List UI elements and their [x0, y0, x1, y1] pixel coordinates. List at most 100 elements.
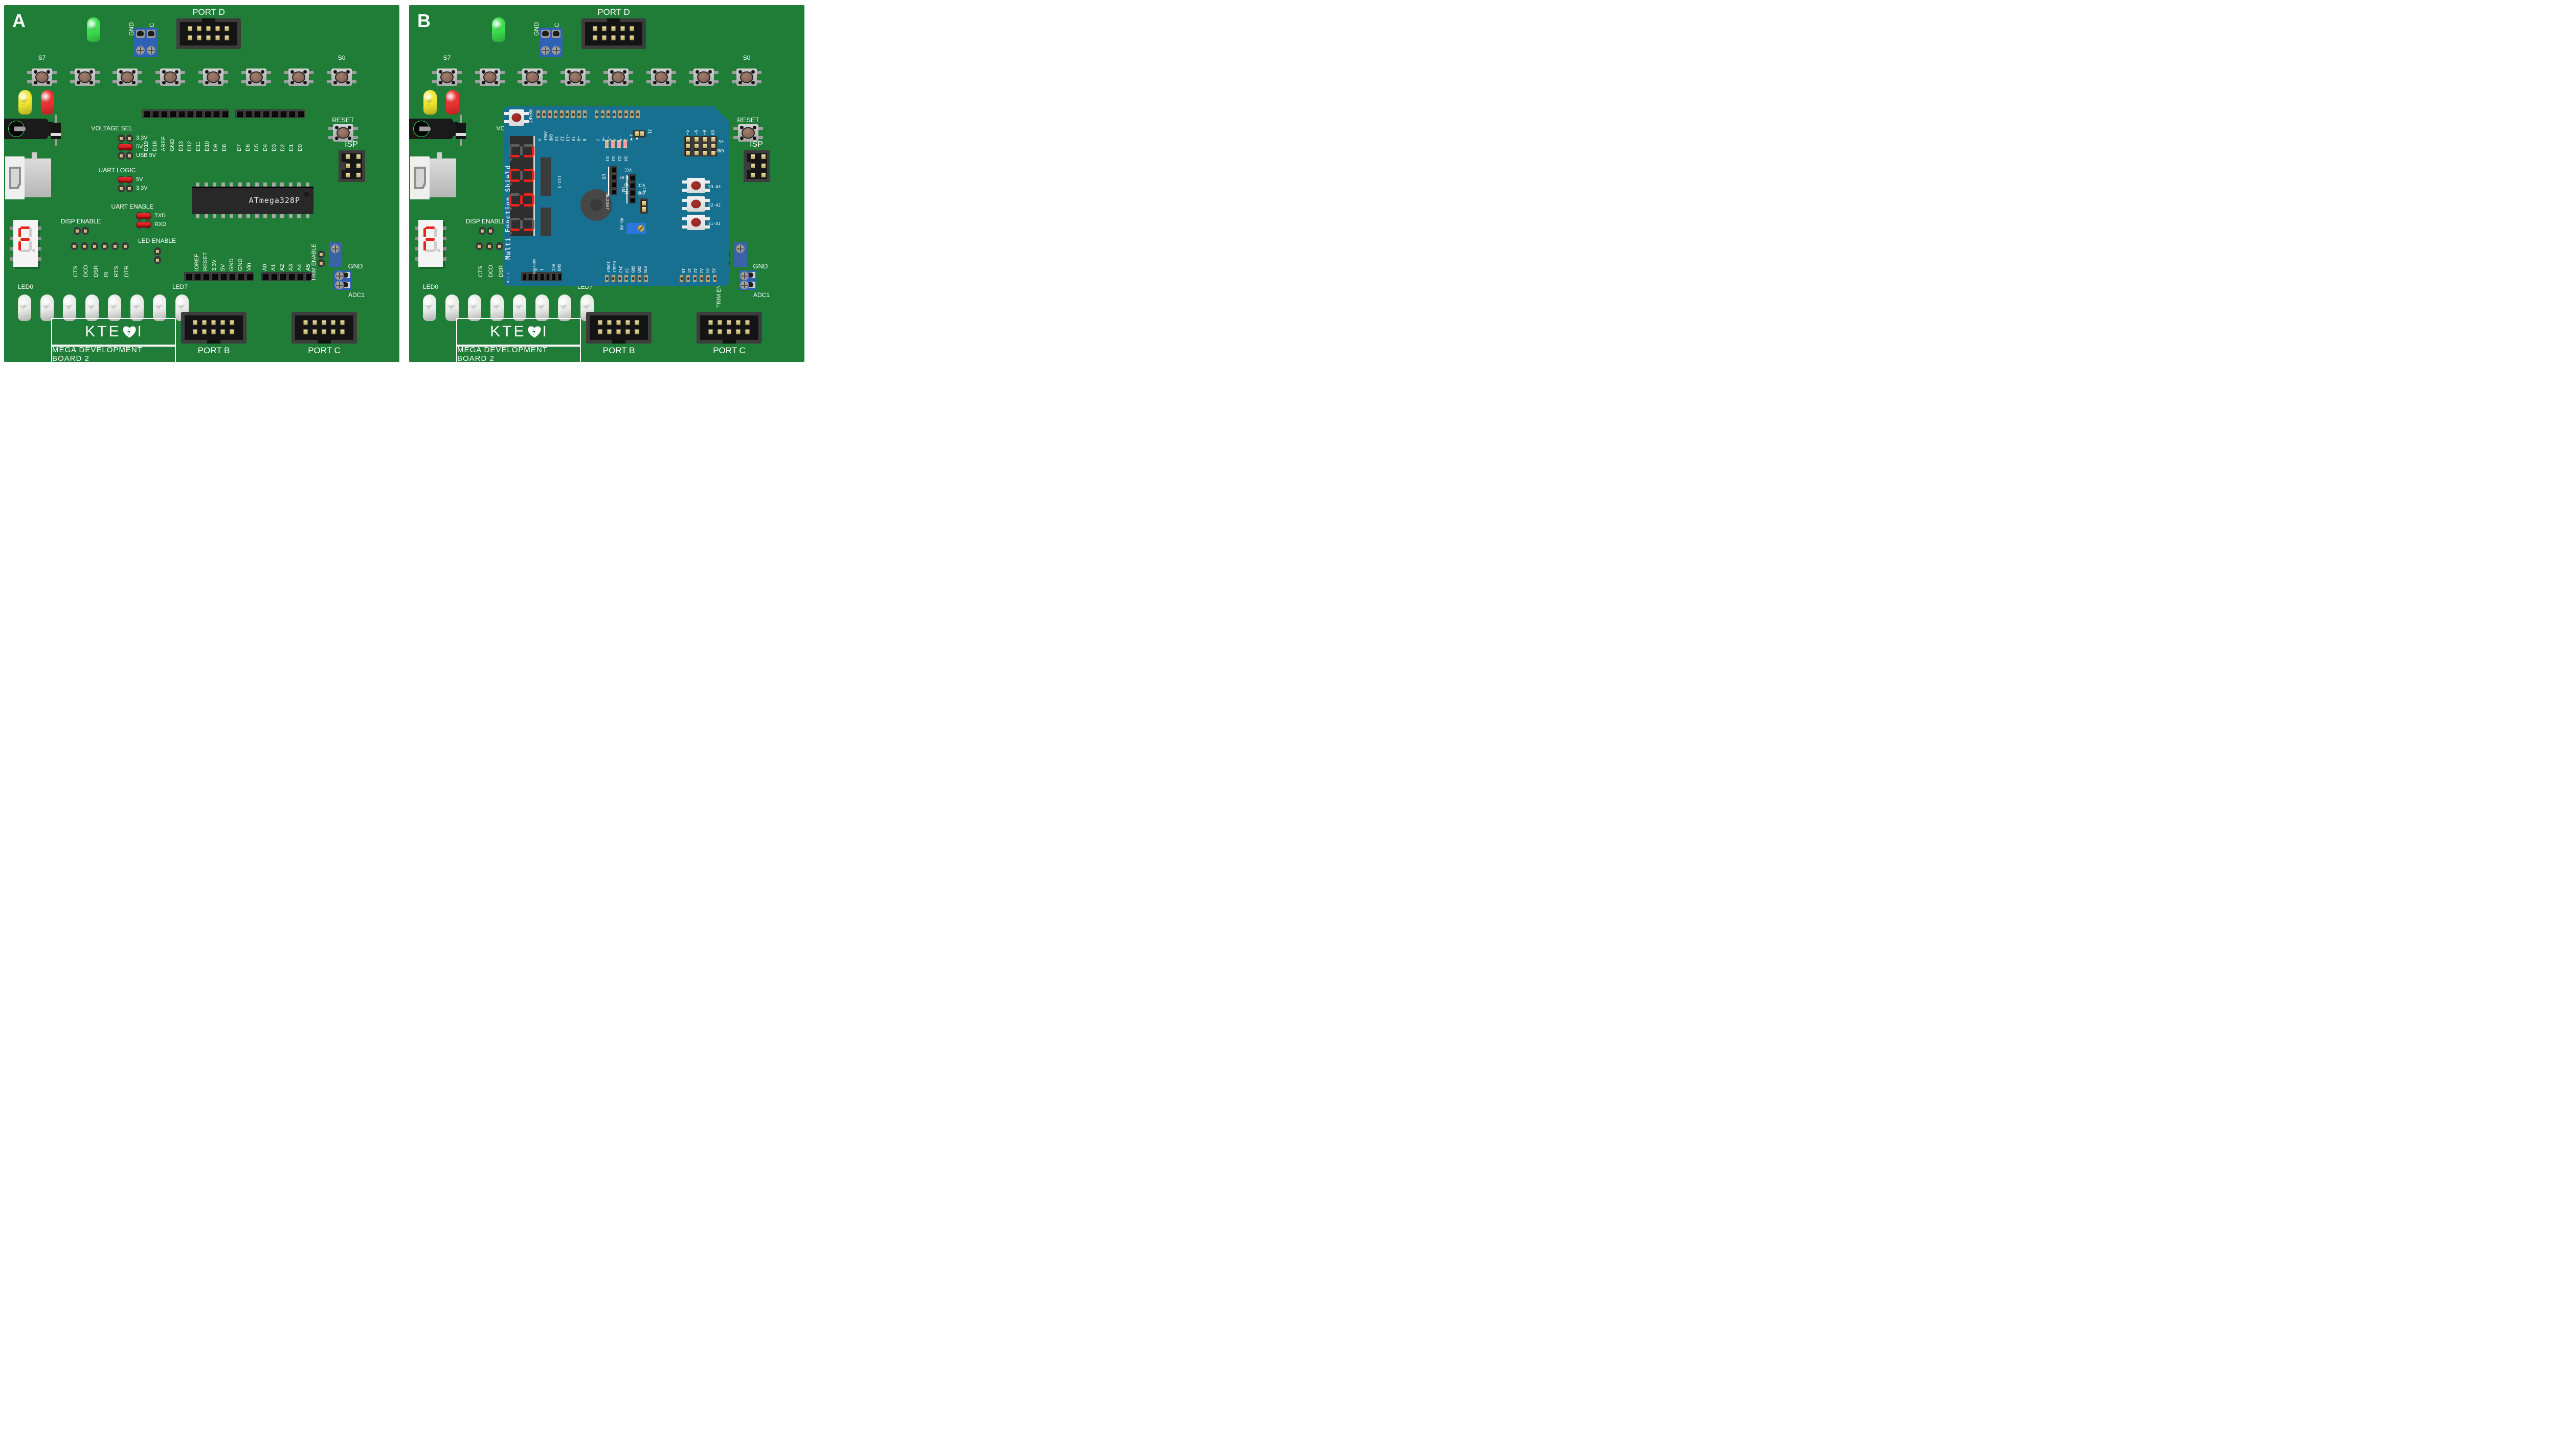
shield-button-s2[interactable] — [687, 196, 705, 212]
sock — [611, 167, 616, 172]
gpin — [607, 320, 612, 325]
uart-enable-option: TXD — [154, 213, 166, 219]
modem-pin-row[interactable] — [71, 242, 135, 250]
digital-header-1[interactable] — [142, 109, 229, 118]
disp-enable-jumper[interactable] — [74, 227, 89, 235]
shield-trimpot[interactable] — [626, 223, 646, 234]
gpin — [686, 144, 690, 148]
isp-connector[interactable] — [339, 150, 365, 182]
switch-s5[interactable] — [518, 69, 547, 86]
jumper-uart-5v[interactable] — [118, 176, 133, 184]
port-b-connector[interactable] — [586, 312, 652, 344]
disp-enable-jumper[interactable] — [479, 227, 494, 235]
j1-header[interactable] — [633, 130, 646, 138]
led-3 — [490, 294, 504, 321]
switch-s7[interactable] — [432, 69, 462, 86]
sock — [557, 273, 561, 280]
switch-s4[interactable] — [155, 69, 185, 86]
led-1 — [445, 294, 459, 321]
gpin — [340, 320, 345, 325]
jumper-usb5v[interactable] — [118, 152, 133, 160]
switch-s3[interactable] — [198, 69, 228, 86]
port-c-connector[interactable] — [697, 312, 762, 344]
status-led-yellow — [18, 90, 32, 115]
shield-button-s3[interactable] — [687, 178, 705, 193]
shield-pin-label: 1▲ — [629, 134, 634, 141]
usb-b-connector[interactable] — [410, 152, 457, 200]
switch-s7[interactable] — [27, 69, 57, 86]
port-d-label: PORT D — [597, 7, 630, 17]
u4-header[interactable] — [629, 174, 636, 203]
voltage-sel-title: VOLTAGE SEL — [91, 125, 133, 132]
jumper-txd[interactable] — [136, 212, 151, 220]
trimpot[interactable] — [329, 242, 342, 267]
port-c-connector[interactable] — [291, 312, 357, 344]
switch-s3[interactable] — [603, 69, 633, 86]
switch-s1[interactable] — [284, 69, 313, 86]
mcu-chip[interactable]: ATmega328P — [192, 183, 313, 218]
shield-button-s1[interactable] — [687, 215, 705, 230]
switch-s0[interactable] — [327, 69, 356, 86]
u4-divider — [626, 175, 627, 203]
gpin — [593, 26, 597, 31]
sock — [262, 273, 268, 280]
switch-s5[interactable] — [113, 69, 142, 86]
jumper-5v[interactable] — [118, 143, 133, 151]
analog-pin-label: A2 — [279, 264, 285, 271]
port-d-connector[interactable] — [176, 18, 241, 49]
shield-reset-button[interactable] — [509, 109, 524, 126]
adc-terminal-block[interactable] — [739, 270, 756, 290]
jumper-uart-3v3[interactable] — [118, 185, 133, 192]
sock — [551, 273, 555, 280]
shield-digital-pads-1[interactable] — [536, 110, 587, 118]
power-header[interactable] — [184, 272, 254, 281]
cpin — [280, 183, 284, 187]
gpin — [331, 320, 335, 325]
switch-s6[interactable] — [475, 69, 505, 86]
adc-terminal-block[interactable] — [334, 270, 351, 290]
led7-label: LED7 — [172, 283, 188, 290]
expansion-header[interactable] — [684, 136, 717, 156]
pin-label: AREF — [161, 136, 167, 151]
s7-label: S7 — [38, 54, 46, 61]
jumper-3v3[interactable] — [118, 134, 133, 142]
shield-power-pads[interactable] — [605, 275, 648, 282]
gpin — [225, 26, 229, 31]
analog-header[interactable] — [261, 272, 313, 281]
usb-b-connector[interactable] — [5, 152, 52, 200]
switch-s0[interactable] — [732, 69, 761, 86]
gpin — [625, 320, 630, 325]
uart-enable-option: RXD — [154, 221, 167, 228]
shield-serial-header[interactable] — [521, 272, 562, 281]
gpin — [708, 320, 713, 325]
isp-connector[interactable] — [744, 150, 770, 182]
pin-label: D11 — [195, 141, 201, 151]
shield-digital-pads-2[interactable] — [595, 110, 640, 118]
switch-s2[interactable] — [241, 69, 271, 86]
switch-s2[interactable] — [646, 69, 676, 86]
port-d-connector[interactable] — [581, 18, 646, 49]
jumper-rxd[interactable] — [136, 221, 151, 229]
reset-button[interactable] — [733, 124, 763, 142]
u5-header[interactable] — [610, 166, 617, 195]
trimpot[interactable] — [734, 242, 747, 267]
buzzer-label: Buzzer — [604, 193, 610, 210]
status-led-yellow — [423, 90, 437, 115]
shield-analog-pads[interactable] — [680, 275, 716, 282]
dc-barrel-jack[interactable] — [4, 119, 48, 139]
power-terminal-block[interactable] — [134, 28, 158, 57]
digital-header-2[interactable] — [235, 109, 305, 118]
switch-s4[interactable] — [560, 69, 590, 86]
switch-s1[interactable] — [689, 69, 719, 86]
j2-header[interactable] — [640, 198, 648, 214]
reset-button[interactable] — [328, 124, 358, 142]
led-enable-jumper[interactable] — [154, 247, 161, 264]
dc-barrel-jack[interactable] — [409, 119, 453, 139]
trim-enable-jumper[interactable] — [318, 251, 325, 267]
switch-s6[interactable] — [70, 69, 100, 86]
port-b-connector[interactable] — [181, 312, 246, 344]
power-terminal-block[interactable] — [539, 28, 563, 57]
gpin — [761, 154, 766, 159]
